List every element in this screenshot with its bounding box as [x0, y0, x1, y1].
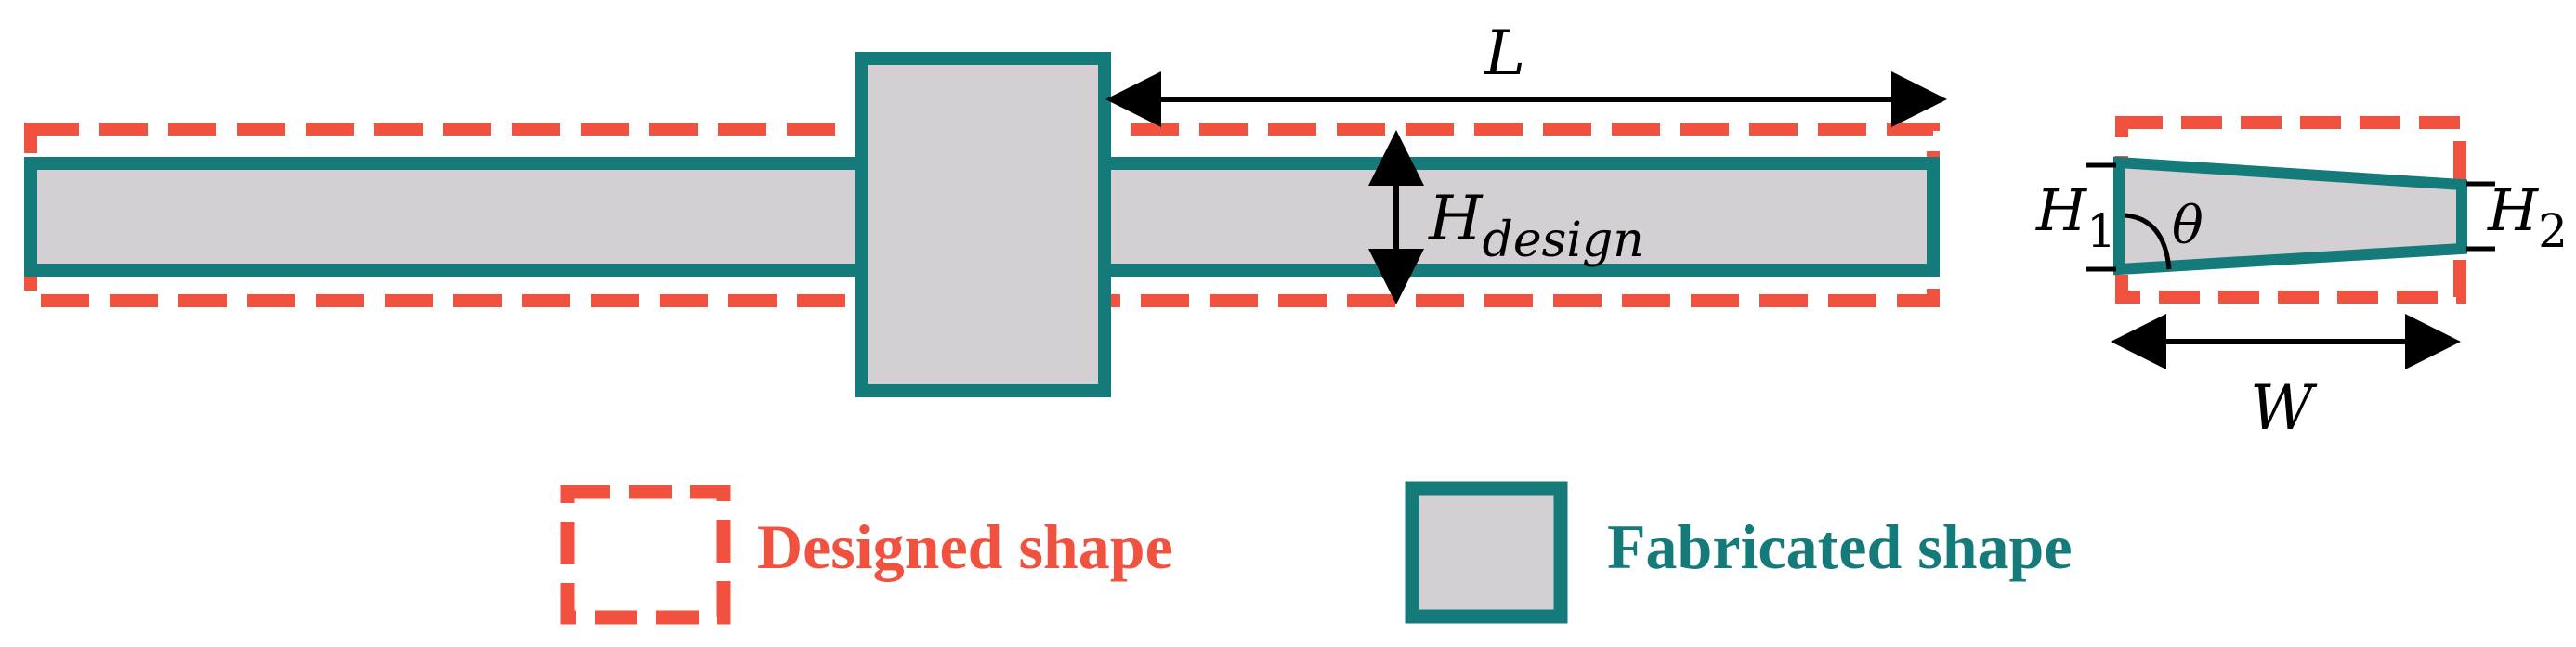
legend-designed-swatch [560, 485, 731, 625]
h2-label: H2 [2487, 176, 2568, 258]
height-design-label: Hdesign [1428, 183, 1644, 268]
angle-label: θ [2172, 196, 2203, 256]
length-label: L [1484, 18, 1525, 89]
legend-fabricated-label: Fabricated shape [1607, 511, 2073, 582]
legend-fabricated-swatch [1405, 481, 1568, 624]
angle-arc [2125, 213, 2172, 270]
legend-designed-label: Designed shape [757, 511, 1173, 582]
width-label: W [2250, 372, 2318, 444]
h1-label: H1 [2035, 176, 2116, 258]
fabricated-cross-section [2113, 156, 2467, 276]
anchor-block [855, 52, 1111, 397]
